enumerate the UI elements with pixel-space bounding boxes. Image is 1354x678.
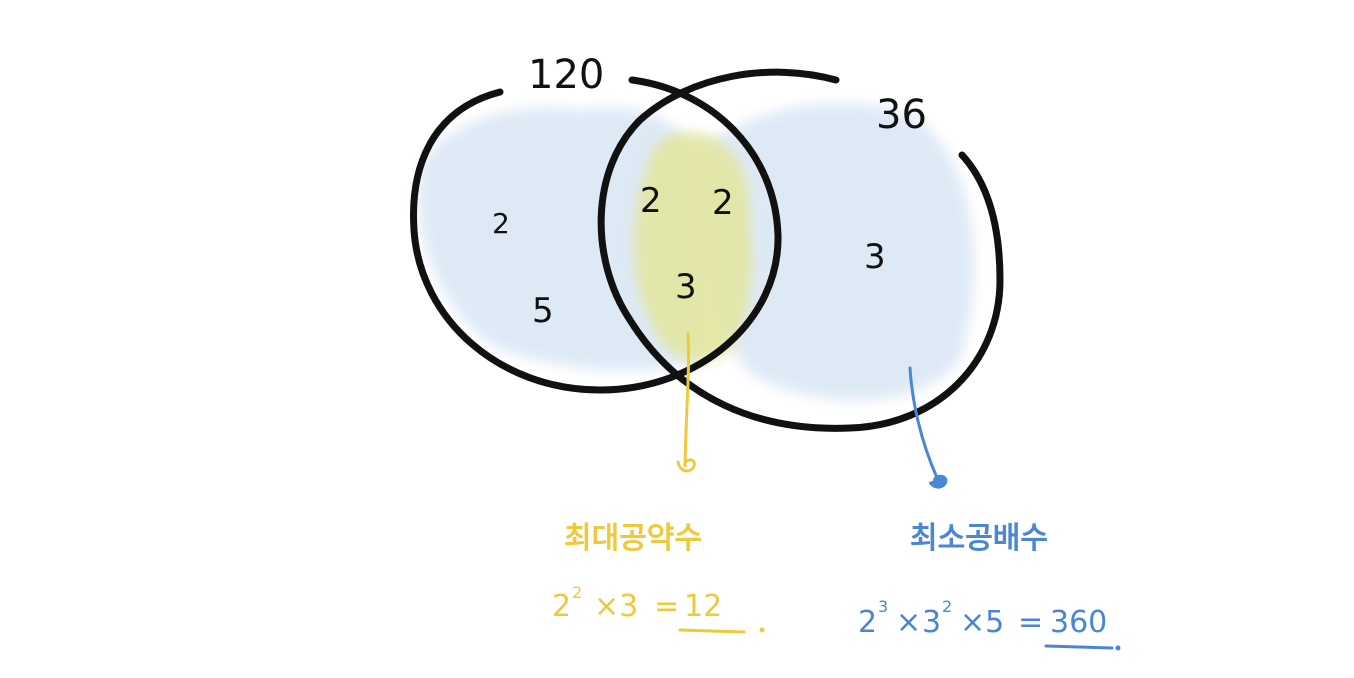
gcd-period <box>759 627 765 633</box>
lcm-period <box>1115 645 1121 651</box>
yellow-wash-intersection <box>633 132 752 363</box>
gcd-caption: 최대공약수 <box>564 521 702 556</box>
gcd-formula-base1: 2 <box>552 589 571 624</box>
lcm-formula-equals: = <box>1018 605 1043 640</box>
lcm-arrow <box>908 366 948 489</box>
lcm-formula-base1: 2 <box>858 605 877 640</box>
right-factor-3: 3 <box>864 237 886 277</box>
left-factor-2: 2 <box>492 207 510 240</box>
gcd-formula: 2 2 ×3 = 12 <box>552 583 765 634</box>
lcm-formula-exp1: 3 <box>878 597 888 616</box>
common-factor-2a: 2 <box>640 181 662 221</box>
left-factor-5: 5 <box>532 291 554 331</box>
gcd-formula-exp1: 2 <box>572 583 582 602</box>
common-factor-2b: 2 <box>712 183 734 223</box>
lcm-formula-times2: ×5 <box>960 605 1004 640</box>
left-set-circle <box>410 76 782 394</box>
blue-wash-left <box>418 107 700 371</box>
gcd-arrow <box>676 332 696 473</box>
lcm-formula-exp2: 2 <box>942 597 952 616</box>
lcm-formula-times1: × <box>896 605 921 640</box>
left-set-label: 120 <box>528 52 604 98</box>
gcd-result-underline <box>678 628 746 634</box>
gcd-formula-times: ×3 <box>594 589 638 624</box>
lcm-formula: 2 3 × 3 2 ×5 = 360 <box>858 597 1121 651</box>
gcd-formula-equals: = <box>654 589 679 624</box>
right-set-circle <box>597 68 1004 432</box>
lcm-formula-result: 360 <box>1050 605 1107 640</box>
right-set-label: 36 <box>876 92 927 138</box>
lcm-caption: 최소공배수 <box>910 521 1048 556</box>
lcm-formula-base2: 3 <box>922 605 941 640</box>
lcm-result-underline <box>1044 644 1114 650</box>
gcd-formula-result: 12 <box>684 589 722 624</box>
common-factor-3: 3 <box>675 267 697 307</box>
